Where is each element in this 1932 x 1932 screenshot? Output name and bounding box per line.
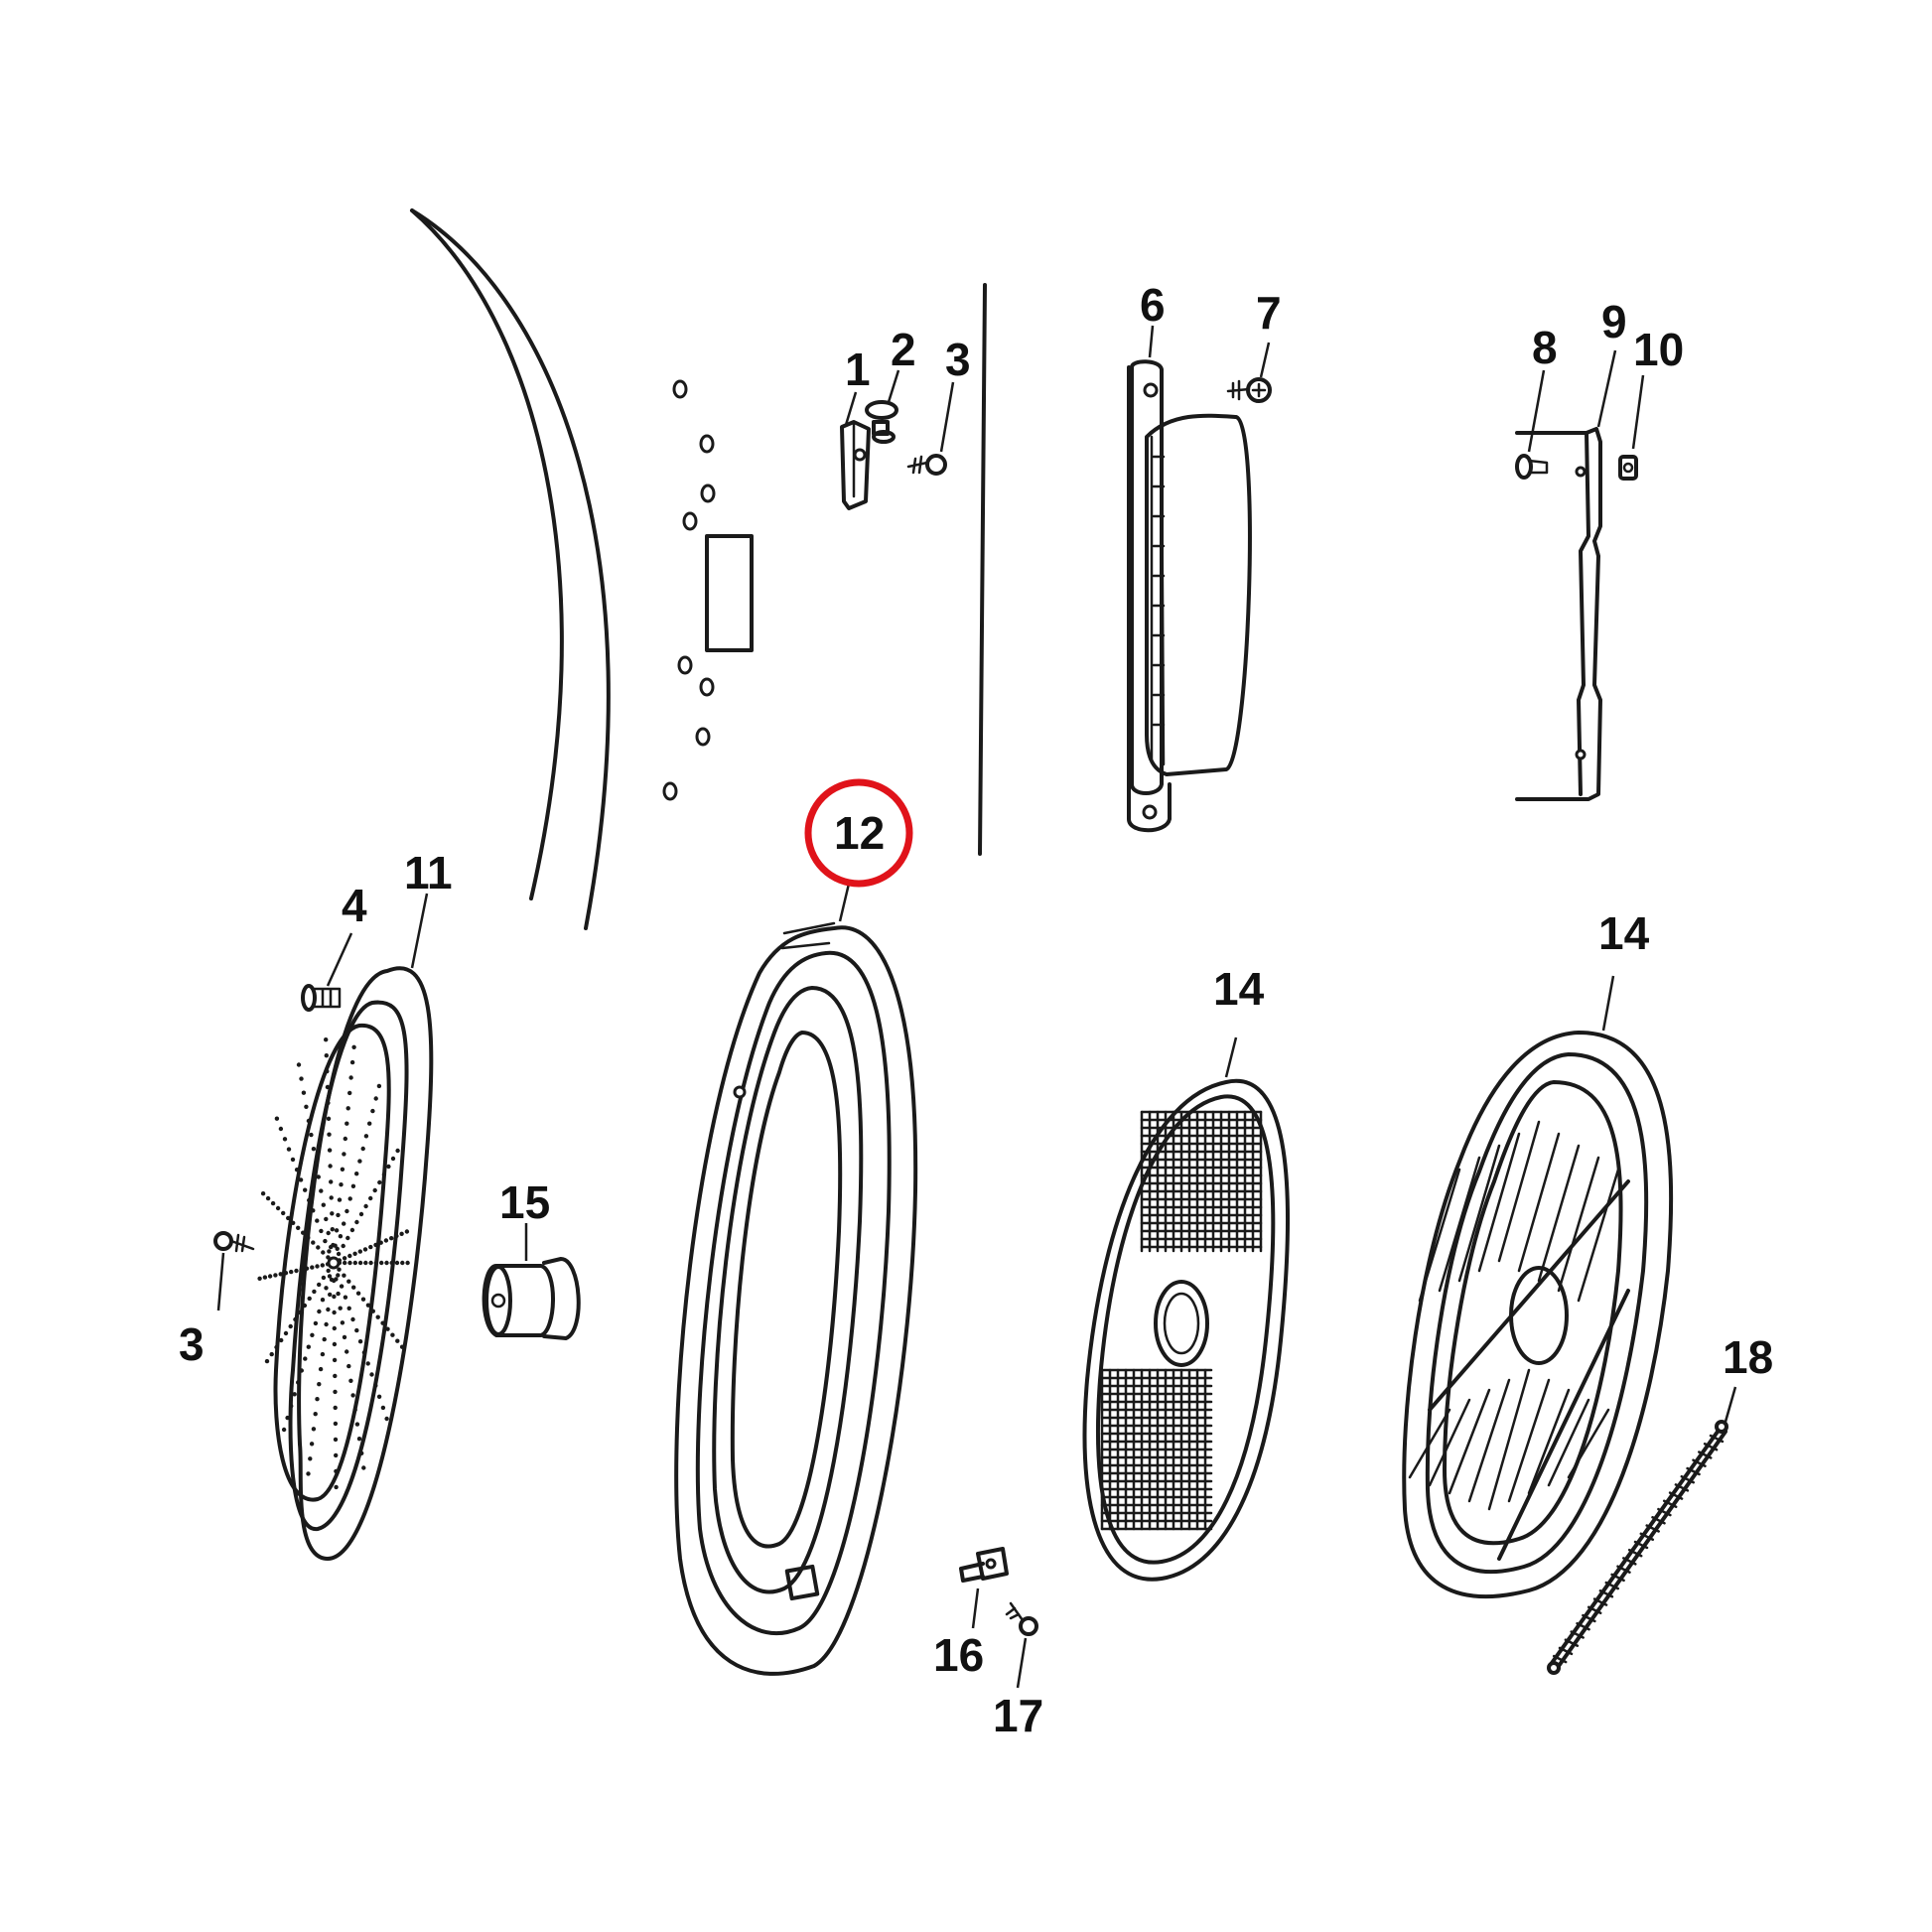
label-part-17: 17	[993, 1690, 1043, 1741]
part-18-spring-cord	[1547, 1386, 1737, 1675]
part-3-screw-top	[906, 381, 955, 476]
spring-coils	[1552, 1434, 1725, 1664]
part-1-latch-bracket	[840, 391, 871, 510]
label-part-3-left: 3	[179, 1318, 205, 1370]
part-7-screw	[1226, 342, 1272, 403]
label-part-14-right: 14	[1598, 907, 1650, 959]
part-11-inner-door-panel	[257, 893, 434, 1561]
part-4-screw	[301, 932, 353, 1012]
label-part-11: 11	[404, 847, 453, 898]
label-part-14-middle: 14	[1213, 963, 1265, 1015]
part-16-clip	[959, 1547, 1009, 1629]
part-14-door-glass-middle	[1082, 1036, 1290, 1582]
label-part-3-top: 3	[945, 334, 971, 385]
label-part-9: 9	[1601, 296, 1627, 347]
part-8-rivet	[1515, 369, 1549, 480]
part-15-bushing	[482, 1223, 581, 1340]
label-part-8: 8	[1532, 322, 1558, 373]
cabinet-front-panel	[410, 208, 987, 930]
part-labels: 1 2 3 6 7 8 9 10 11 4 12 14 14 15 3 18 1…	[179, 279, 1773, 1741]
handle-grip-texture	[1152, 455, 1166, 727]
part-17-screw	[1005, 1601, 1038, 1689]
label-part-1: 1	[845, 344, 871, 395]
label-part-16: 16	[933, 1629, 984, 1681]
label-part-7: 7	[1256, 287, 1282, 339]
label-part-15: 15	[499, 1176, 550, 1228]
panel-perforations	[257, 1037, 410, 1490]
label-part-10: 10	[1633, 324, 1684, 375]
label-part-12: 12	[834, 807, 885, 859]
glass-rib-pattern	[1408, 1120, 1620, 1511]
glass-mesh-pattern	[1100, 1110, 1263, 1531]
part-6-door-handle	[1127, 325, 1252, 833]
label-part-2: 2	[891, 324, 916, 375]
part-12-door-outer-ring	[674, 883, 918, 1676]
part-9-hinge-bracket	[1515, 349, 1617, 801]
part-2-washer	[865, 369, 900, 444]
label-part-6: 6	[1140, 279, 1166, 331]
label-part-18: 18	[1723, 1331, 1773, 1383]
part-14-door-glass-right	[1402, 975, 1674, 1599]
highlight-circle	[804, 778, 913, 888]
panel-screw-holes	[662, 379, 716, 801]
part-3-screw-left	[213, 1231, 255, 1311]
label-part-4: 4	[342, 880, 367, 931]
part-10-nut	[1618, 374, 1645, 481]
